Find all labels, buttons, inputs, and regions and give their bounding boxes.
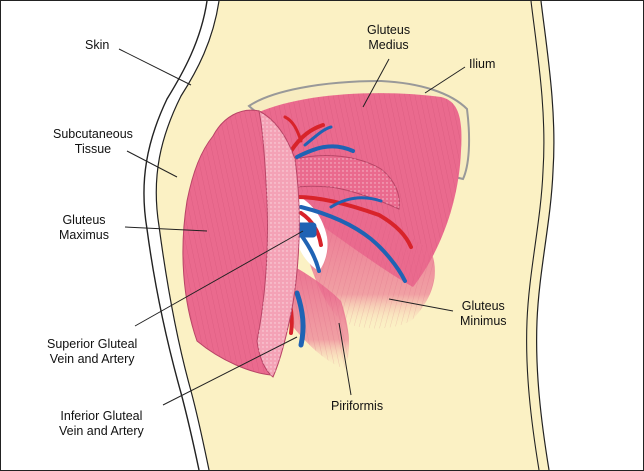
label-gluteus-minimus-line1: Gluteus: [460, 299, 507, 314]
label-gluteus-medius-line1: Gluteus: [367, 23, 410, 38]
label-gluteus-minimus: Gluteus Minimus: [460, 299, 507, 329]
label-gluteus-medius: Gluteus Medius: [367, 23, 410, 53]
label-subcutaneous-line2: Tissue: [53, 142, 133, 157]
label-skin: Skin: [85, 38, 109, 53]
label-inferior-gluteal-line2: Vein and Artery: [59, 424, 144, 439]
label-gluteus-maximus-line1: Gluteus: [59, 213, 109, 228]
label-subcutaneous-line1: Subcutaneous: [53, 127, 133, 142]
label-piriformis: Piriformis: [331, 399, 383, 414]
label-superior-gluteal: Superior Gluteal Vein and Artery: [47, 337, 137, 367]
label-gluteus-medius-line2: Medius: [367, 38, 410, 53]
label-gluteus-maximus-line2: Maximus: [59, 228, 109, 243]
label-gluteus-minimus-line2: Minimus: [460, 314, 507, 329]
label-inferior-gluteal-line1: Inferior Gluteal: [59, 409, 144, 424]
label-superior-gluteal-line1: Superior Gluteal: [47, 337, 137, 352]
label-gluteus-maximus: Gluteus Maximus: [59, 213, 109, 243]
label-ilium: Ilium: [469, 57, 495, 72]
label-subcutaneous-tissue: Subcutaneous Tissue: [53, 127, 133, 157]
label-superior-gluteal-line2: Vein and Artery: [47, 352, 137, 367]
label-inferior-gluteal: Inferior Gluteal Vein and Artery: [59, 409, 144, 439]
